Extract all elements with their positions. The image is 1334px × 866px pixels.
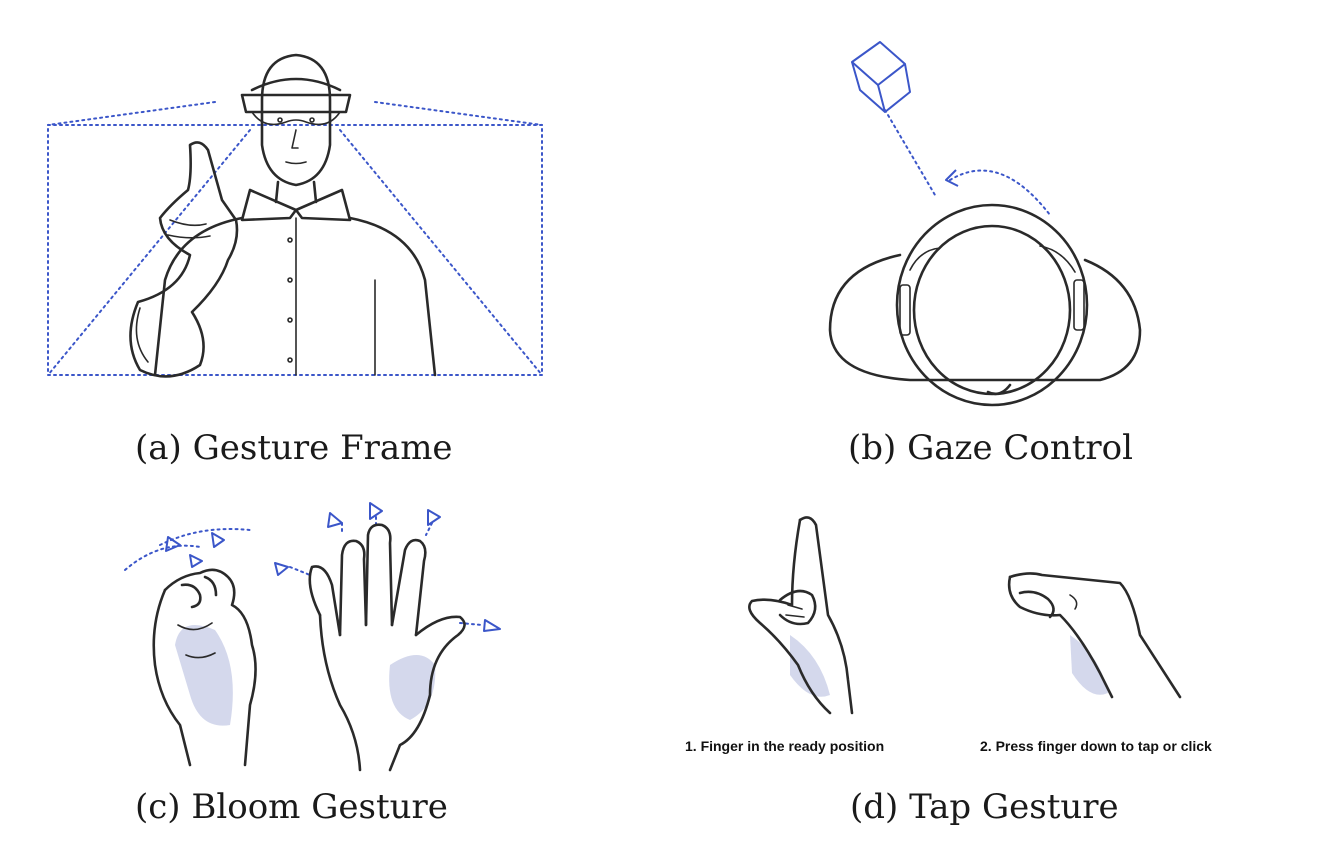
gesture-frame-illustration — [47, 53, 543, 378]
panel-gaze-control: (b) Gaze Control — [800, 30, 1180, 468]
caption-c: (c) Bloom Gesture — [135, 787, 448, 827]
panel-bloom-gesture: (c) Bloom Gesture — [120, 495, 520, 827]
tap-step-1-label: 1. Finger in the ready position — [685, 738, 885, 754]
caption-d: (d) Tap Gesture — [850, 787, 1119, 827]
gaze-control-illustration — [828, 41, 1142, 407]
bloom-gesture-illustration — [124, 502, 501, 772]
caption-a: (a) Gesture Frame — [135, 428, 453, 468]
panel-gesture-frame: (a) Gesture Frame — [40, 40, 550, 468]
tap-gesture-illustration — [748, 516, 1182, 715]
tap-step-2-label: 2. Press finger down to tap or click — [980, 738, 1212, 754]
panel-tap-gesture: 1. Finger in the ready position 2. Press… — [680, 505, 1300, 827]
caption-b: (b) Gaze Control — [848, 428, 1134, 468]
